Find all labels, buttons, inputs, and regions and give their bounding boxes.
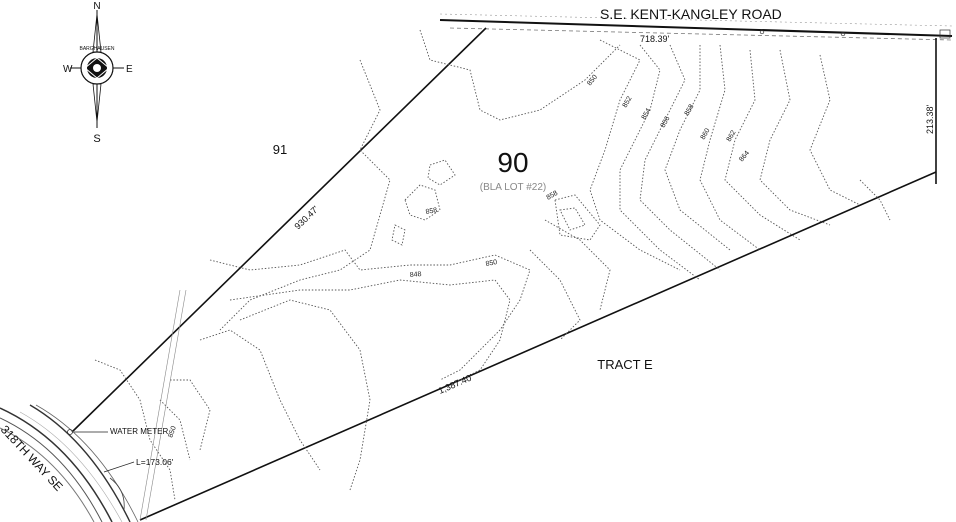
utility-lines (139, 289, 187, 521)
lot-sublabel: (BLA LOT #22) (480, 182, 547, 193)
lot-number: 90 (497, 147, 528, 178)
contour-lines (94, 29, 891, 501)
contour-label: 864 (738, 150, 751, 164)
adjacent-lot: 91 (273, 142, 287, 157)
leader-lines (74, 431, 135, 473)
compass-logo-text: BARGHAUSEN (79, 46, 114, 52)
compass-n: N (93, 1, 100, 12)
contour-label: 858 (546, 190, 560, 202)
west-boundary-line (71, 27, 487, 433)
street-name: 318TH WAY SE (0, 422, 66, 493)
contour-label: 850 (586, 74, 599, 88)
dim-north-line: 718.39' (640, 34, 670, 44)
dim-west-line: 930.47' (292, 204, 320, 232)
street-318th-way (0, 404, 139, 522)
contour-label: 854 (641, 107, 653, 121)
dim-east-line: 213.38' (925, 104, 935, 134)
south-boundary-line (139, 171, 937, 521)
tract-label: TRACT E (597, 357, 653, 372)
water-meter-symbol (67, 429, 73, 435)
compass-w: W (63, 64, 73, 75)
water-meter-label: WATER METER (110, 427, 168, 436)
parcel-boundary (71, 27, 937, 521)
compass-s: S (93, 133, 100, 145)
road-name: S.E. KENT-KANGLEY ROAD (600, 6, 782, 22)
dim-south-line: 1,387.40' (437, 372, 475, 396)
compass-e: E (126, 64, 133, 75)
contour-label: 850 (167, 425, 178, 438)
contour-label: 848 (410, 271, 422, 279)
contour-label: 850 (485, 259, 498, 268)
contour-label: 860 (700, 127, 712, 141)
compass-rose: N S E W BARGHAUSEN (63, 1, 133, 145)
contour-label: 858 (425, 207, 438, 216)
contour-label: 852 (622, 95, 634, 109)
kent-kangley-road (439, 13, 953, 41)
contour-label: 856 (660, 115, 672, 129)
curve-label: L=173.06' (136, 457, 174, 467)
contour-label: 862 (726, 129, 738, 143)
contour-label: 858 (684, 103, 696, 117)
